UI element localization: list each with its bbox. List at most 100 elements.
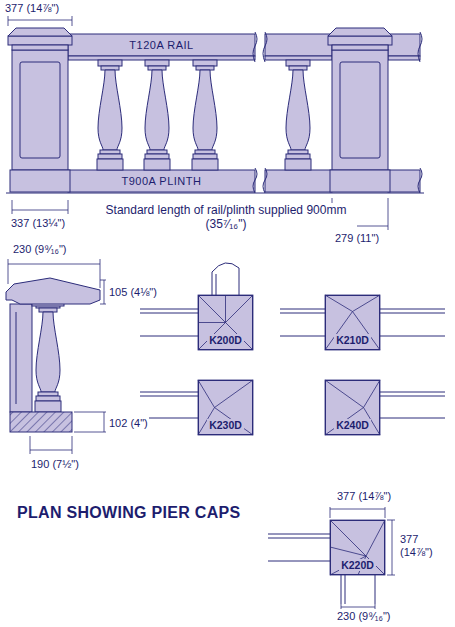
baluster	[285, 60, 311, 170]
dimension-label: 337 (13¼")	[10, 217, 66, 230]
dimension-line	[387, 520, 395, 521]
pier-cap-plan	[325, 380, 380, 435]
dimension-label: 377 (14⅞")	[4, 2, 60, 15]
section-view	[6, 278, 100, 304]
plan-heading: PLAN SHOWING PIER CAPS	[16, 503, 242, 522]
rail-band	[68, 56, 255, 60]
pier	[328, 28, 392, 192]
pier-cap-plan	[198, 295, 385, 575]
dimension-line	[385, 507, 386, 518]
pier-cap: K240D	[325, 380, 380, 435]
pier-cap: K220D	[330, 520, 385, 575]
node-label: K240D	[334, 419, 371, 431]
dimension-line	[12, 200, 13, 214]
baluster	[97, 60, 123, 170]
break-line	[263, 168, 267, 193]
dimension-line	[330, 509, 385, 510]
node-label: K230D	[207, 419, 244, 431]
pier-cap: K210D	[325, 295, 380, 350]
dimension-line	[72, 16, 73, 26]
dimension-line	[8, 20, 72, 21]
dimension-line	[387, 575, 395, 576]
dimension-label: 279 (11")	[334, 232, 380, 245]
plan-rail	[140, 309, 198, 336]
node-label: T120A RAIL	[126, 39, 196, 52]
node-label: K220D	[339, 559, 376, 571]
dimension-label: 230 (9⁹⁄₁₆")	[336, 610, 391, 623]
node-label: T900A PLINTH	[119, 175, 205, 188]
pier-cap-plan	[198, 295, 253, 350]
dimension-line	[341, 604, 342, 609]
dimension-label: Standard length of rail/plinth supplied …	[95, 203, 357, 232]
dimension-line	[8, 259, 9, 284]
pier-cap: K200D	[198, 295, 253, 350]
dimension-line	[74, 432, 106, 433]
dimension-label: 190 (7½")	[30, 458, 80, 471]
plinth-band	[265, 170, 332, 192]
baluster	[144, 60, 170, 170]
rail-band	[68, 34, 255, 56]
plan-rail	[212, 263, 239, 295]
pier-cap-plan	[198, 380, 253, 435]
dimension-line	[8, 259, 106, 454]
section-view	[10, 412, 72, 432]
dimension-line	[375, 604, 376, 609]
plan-rail	[268, 534, 330, 561]
dimension-line	[8, 16, 388, 230]
dimension-line	[104, 280, 105, 304]
baluster	[97, 60, 311, 170]
rail-band	[265, 56, 332, 60]
dimension-line	[330, 507, 331, 518]
dimension-line	[104, 412, 105, 432]
break-line	[418, 168, 422, 193]
node-label: K200D	[207, 334, 244, 346]
rail-band	[265, 34, 332, 56]
dimension-line	[74, 412, 106, 413]
plan-rail	[380, 309, 445, 336]
pier	[8, 28, 392, 192]
dimension-line	[30, 436, 31, 454]
dimension-label: 377 (14⅞")	[399, 533, 449, 559]
plan-rail	[280, 309, 325, 336]
rail-band: T120A RAIL	[68, 34, 255, 56]
section-view	[6, 278, 100, 432]
baluster	[192, 60, 218, 170]
break-line	[418, 32, 422, 62]
pier-cap-plan	[325, 380, 380, 435]
pier-cap: K230D	[198, 380, 253, 435]
section-view	[16, 312, 17, 404]
pier-cap-plan	[198, 295, 253, 350]
plan-rail	[380, 392, 445, 418]
dimension-line	[100, 259, 101, 288]
dimension-line	[30, 450, 72, 451]
pier-cap-plan	[198, 380, 253, 435]
pier	[8, 28, 72, 192]
pier-cap-plan	[330, 520, 385, 575]
section-view	[10, 304, 32, 412]
section-view	[35, 302, 61, 412]
pier-cap-plan	[325, 295, 380, 350]
plan-rail	[341, 575, 375, 604]
dimension-label: 230 (9⁹⁄₁₆")	[12, 243, 67, 256]
rail-band	[388, 56, 420, 60]
pier-cap-plan	[330, 520, 385, 575]
pier-cap-plan	[325, 295, 380, 350]
dimension-line	[100, 280, 106, 281]
dimension-line	[392, 520, 393, 575]
ground-line	[6, 193, 424, 194]
plan-rail	[216, 274, 217, 295]
plinth-band	[388, 170, 420, 192]
dimension-line	[68, 200, 69, 214]
dimension-line	[100, 304, 106, 305]
break-line	[253, 168, 257, 193]
plan-rail	[140, 392, 198, 418]
plinth-band	[68, 170, 255, 192]
dimension-line	[8, 16, 9, 26]
dimension-line	[388, 198, 389, 230]
dimension-line	[330, 507, 395, 609]
dimension-line	[8, 264, 100, 265]
dimension-label: 105 (4⅛")	[108, 286, 158, 299]
plinth-band: T900A PLINTH	[68, 170, 255, 192]
